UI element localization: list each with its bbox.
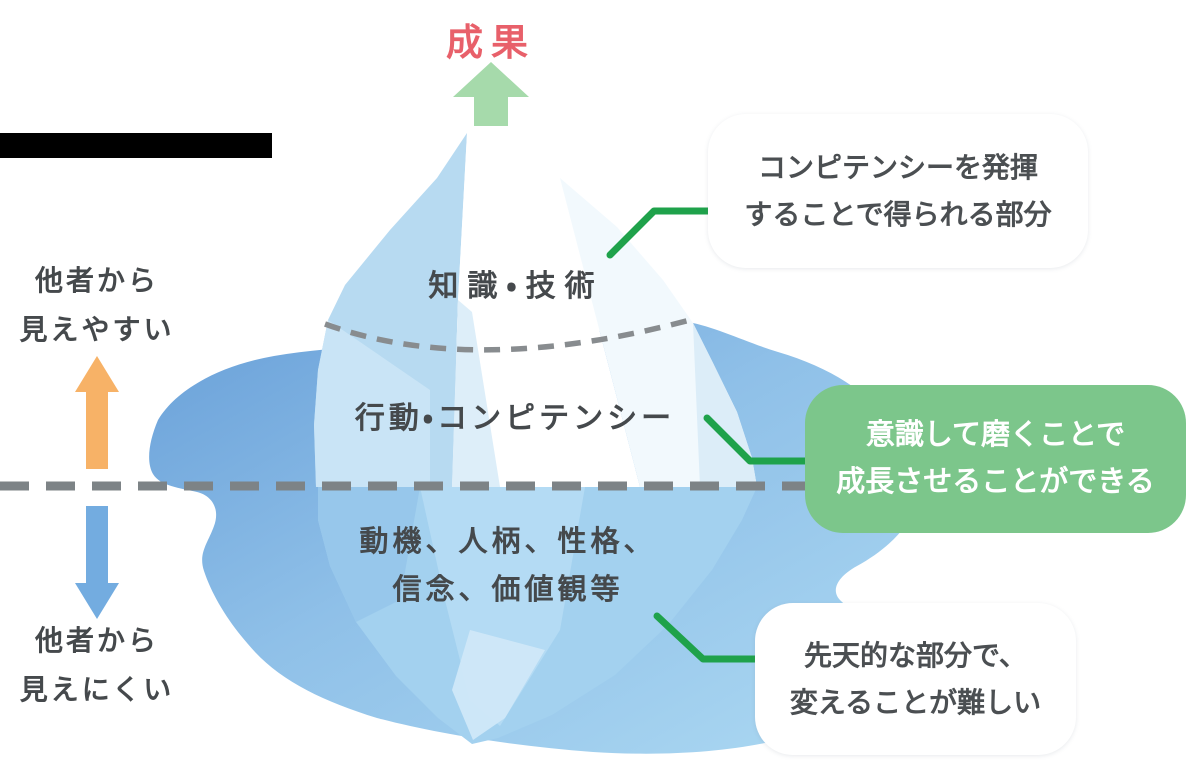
connector-line-middle [703,414,812,465]
visibility-up-arrow-icon [75,356,119,469]
outcome-arrow-icon [453,62,529,126]
outcome-label: 成果 [446,22,536,63]
visibility-high-label: 他者から 見えやすい [19,256,174,354]
iceberg-below-water [318,487,757,744]
iceberg-deep-line1: 動機、人柄、性格、 [359,526,657,558]
callout-middle-line1: 意識して磨くことで [865,419,1126,451]
callout-deep: 先天的な部分で、 変えることが難しい [755,603,1076,755]
iceberg-deep-label: 動機、人柄、性格、 信念、価値観等 [359,518,656,614]
iceberg-deep-line2: 信念、価値観等 [392,574,624,606]
iceberg-tip-label: 知識・技術 [428,270,604,303]
visibility-high-line1: 他者から [34,265,160,296]
visibility-low-label: 他者から 見えにくい [20,616,174,714]
callout-tip: コンピテンシーを発揮 することで得られる部分 [708,114,1088,268]
visibility-low-line2: 見えにくい [19,674,175,705]
redacted-bar [0,133,272,158]
visibility-low-line1: 他者から [34,625,160,656]
visibility-down-arrow-icon [75,506,119,619]
callout-tip-line1: コンピテンシーを発揮 [757,152,1038,183]
callout-tip-line2: することで得られる部分 [744,199,1052,230]
callout-deep-line1: 先天的な部分で、 [804,640,1027,671]
callout-deep-line2: 変えることが難しい [789,687,1042,718]
visibility-high-line2: 見えやすい [19,314,175,345]
connector-line-tip [606,207,716,259]
callout-middle: 意識して磨くことで 成長させることができる [805,385,1186,533]
iceberg-middle-label: 行動・コンピテンシー [354,402,676,435]
iceberg-divider-dashes [324,317,691,353]
connector-line-deep [653,612,764,663]
callout-middle-line2: 成長させることができる [836,466,1155,498]
